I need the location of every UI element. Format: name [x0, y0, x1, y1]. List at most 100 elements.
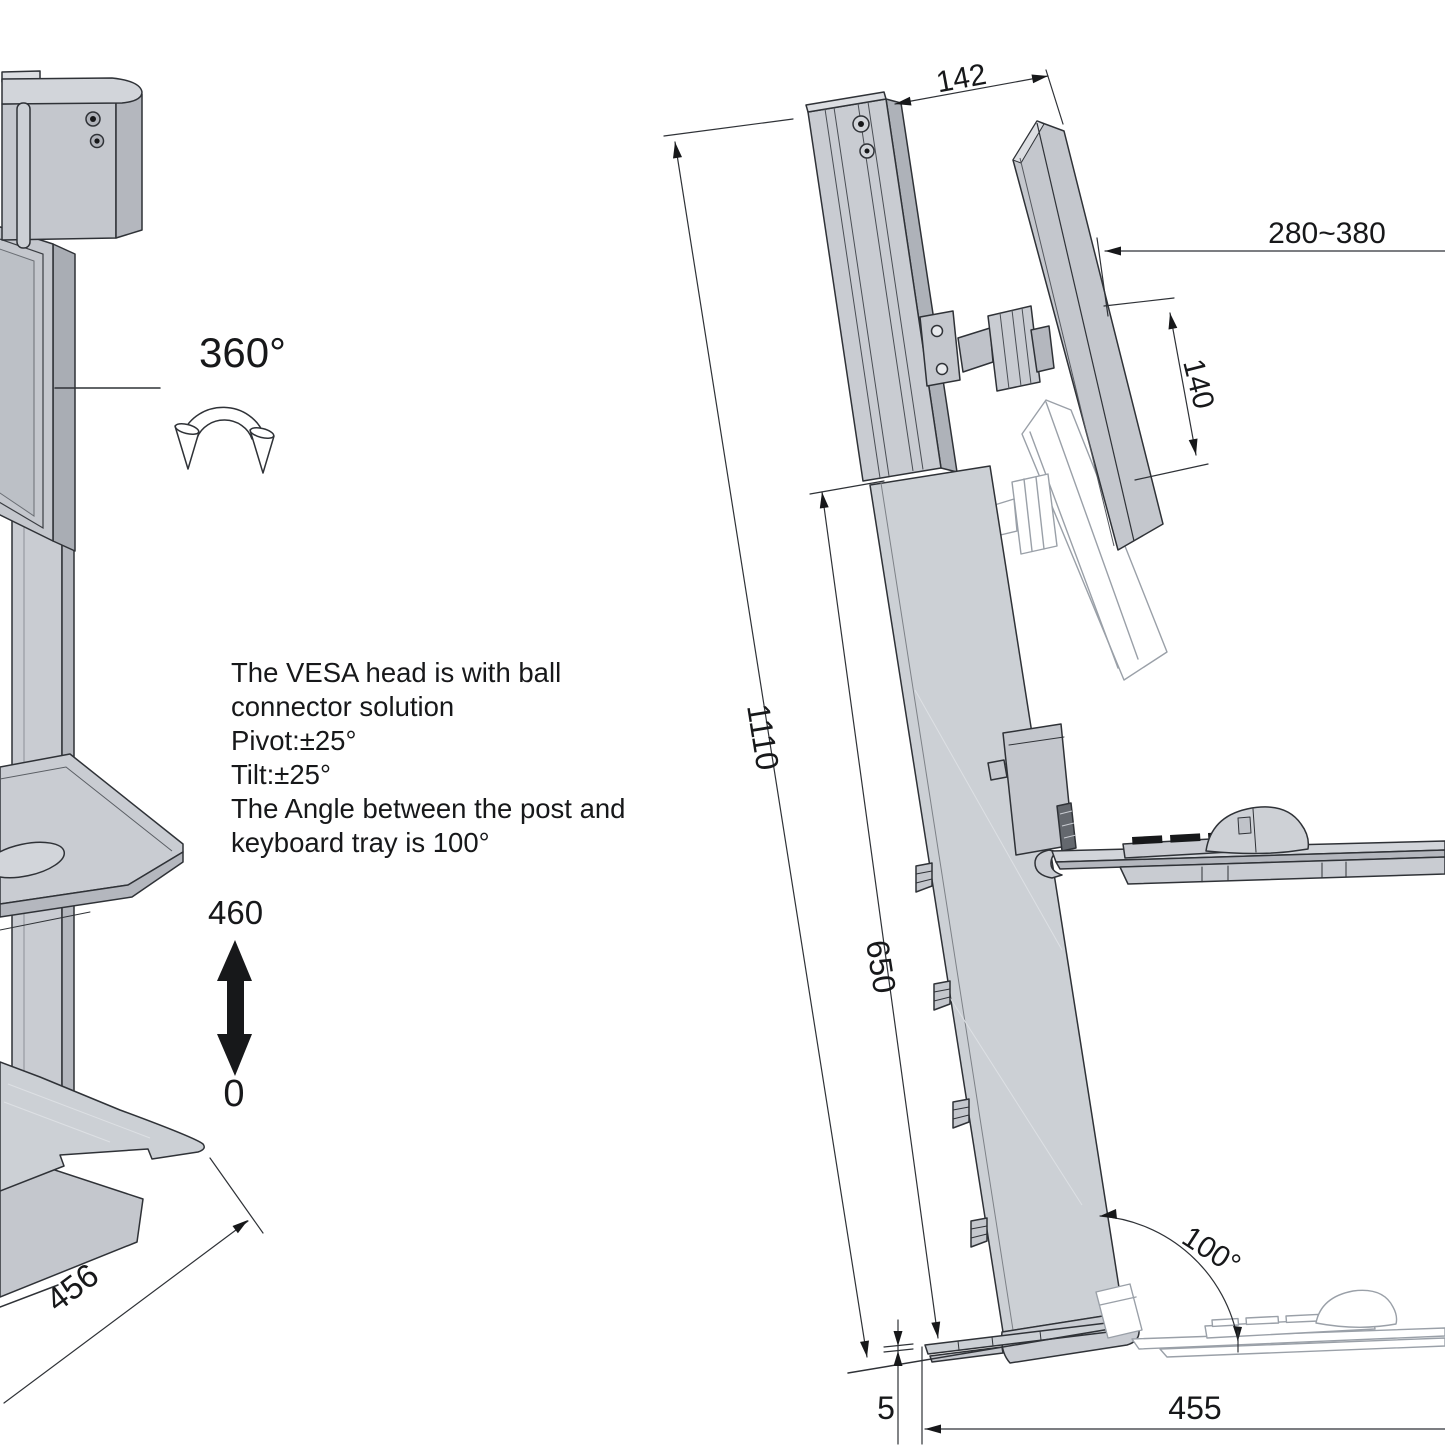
dim-455-arrow: [925, 1424, 941, 1434]
shelf-ticks: [1201, 861, 1347, 883]
rail-screw-center: [864, 148, 870, 154]
mouse-dome: [1205, 806, 1310, 855]
ghost-monitor-bezel: [1029, 431, 1119, 669]
mouse-seam: [1252, 808, 1257, 853]
dim-1110-extension: [663, 118, 794, 137]
dim-142-extension: [1045, 69, 1064, 125]
cable-clip: [933, 980, 951, 1011]
dim-650-arrow-top: [819, 492, 829, 509]
vesa-bracket-hole: [935, 362, 949, 376]
dim-650-arrow-bottom: [931, 1321, 941, 1338]
base-echo-line: [0, 1284, 59, 1308]
dim-280-extension: [1096, 237, 1109, 317]
mouse-wheel: [1237, 816, 1252, 835]
cable-clips: [915, 862, 988, 1248]
dim-lower-column: 650: [809, 480, 941, 1339]
bracket-line: [1008, 736, 1065, 746]
dim-post-height: 1110: [663, 118, 869, 1358]
vesa-plate-link: [1030, 325, 1055, 373]
vesa-cone-arm: [957, 327, 994, 373]
note-line-6: keyboard tray is 100°: [231, 827, 490, 858]
vesa-bracket-hole: [930, 324, 944, 338]
outer-post-grain: [914, 689, 1083, 1206]
note-line-1: The VESA head is with ball: [231, 657, 561, 688]
monitor-top-face: [1012, 120, 1045, 164]
outer-post: [869, 465, 1124, 1333]
dim-650-line: [821, 491, 939, 1339]
keyboard-tray-lower-ghost: [1095, 1283, 1445, 1358]
note-line-5: The Angle between the post and: [231, 793, 625, 824]
head-cap: [1, 77, 143, 105]
dim-5-arrow-down: [893, 1331, 903, 1346]
screw-hole-center: [90, 116, 96, 122]
dim-tray-angle-label: 100°: [1176, 1220, 1246, 1281]
monitor-side-face: [52, 243, 76, 552]
base-grain: [3, 1083, 151, 1143]
height-max-label: 460: [208, 894, 263, 931]
dim-142-line: [894, 75, 1049, 105]
tray-lip: [0, 851, 184, 918]
mouse-upper: [1205, 806, 1310, 855]
vesa-bracket: [919, 310, 961, 387]
monitor-upper: [1012, 120, 1164, 551]
base-foot: [847, 1312, 1141, 1374]
ghost-linkage-line: [1099, 1296, 1137, 1306]
height-adjust: 460 0: [208, 894, 263, 1115]
height-arrow-shaft: [227, 979, 244, 1035]
ghost-linkage: [1095, 1283, 1143, 1339]
height-min-label: 0: [223, 1073, 244, 1115]
note-line-2: connector solution: [231, 691, 454, 722]
dim-456-line: [3, 1220, 249, 1404]
head-slider-rod: [16, 102, 31, 249]
tray-inner-edge: [0, 766, 173, 852]
dim-142-arrow-right: [1031, 74, 1048, 84]
base-lower-plate: [0, 1151, 144, 1298]
ghost-tray-deck: [1131, 1327, 1445, 1350]
tray-hook: [1034, 849, 1063, 879]
monitor-ridge: [1036, 122, 1135, 542]
rotation-label: 360°: [199, 329, 286, 376]
outer-post-edge-line: [880, 482, 1014, 1331]
dim-wall-gap-label: 5: [877, 1390, 895, 1426]
vesa-stack-lines: [999, 307, 1032, 390]
dim-280-arrow: [1105, 246, 1121, 256]
dim-456-arrow: [232, 1220, 248, 1234]
ghost-vesa-stack-line: [1023, 476, 1045, 552]
tray-front-band: [1055, 849, 1445, 870]
clip-lines: [933, 988, 951, 1002]
screw-hole-center: [94, 138, 100, 144]
dim-1110-arrow-bottom: [860, 1340, 869, 1357]
mount-head: [1, 70, 143, 249]
dim-top-depth-label: 142: [934, 58, 989, 99]
dim-5-arrow-up: [893, 1351, 903, 1366]
left-front-view: 360° 460 0 456 The VESA head is with bal…: [0, 70, 625, 1404]
inner-rail: [805, 91, 958, 482]
dim-142-arrow-left: [895, 96, 912, 106]
note-line-4: Tilt:±25°: [231, 759, 331, 790]
ghost-monitor-ridge: [1045, 401, 1139, 660]
tray-under-line: [0, 911, 91, 931]
rail-top-band: [805, 91, 887, 113]
dim-140-line: [1169, 312, 1197, 456]
dim-wall-gap: 5: [877, 1319, 914, 1445]
angle-arrow-top: [1100, 1209, 1117, 1219]
dim-vesa-travel-label: 140: [1176, 356, 1220, 413]
mouse: [0, 841, 66, 879]
rotation-arrow-cone-left-base: [174, 423, 200, 435]
head-side-face: [115, 93, 143, 239]
bracket-clip-hatch: [1059, 810, 1077, 839]
bracket-notch: [987, 759, 1008, 781]
vesa-mount-upper: [919, 305, 1055, 392]
dim-1110-arrow-top: [673, 142, 682, 159]
rotation-arrow: [174, 406, 275, 474]
keyboard-tray: [0, 753, 184, 931]
height-arrow-down: [217, 1034, 252, 1076]
note-block: The VESA head is with ball connector sol…: [231, 657, 625, 858]
dim-5-ticks: [883, 1343, 914, 1353]
ghost-tray-band: [1159, 1337, 1445, 1358]
monitor: [0, 226, 76, 552]
cable-clip: [970, 1217, 988, 1248]
height-arrow-up: [217, 940, 252, 981]
bracket-clip: [1056, 802, 1077, 852]
dim-140-arrow-bottom: [1188, 438, 1198, 455]
